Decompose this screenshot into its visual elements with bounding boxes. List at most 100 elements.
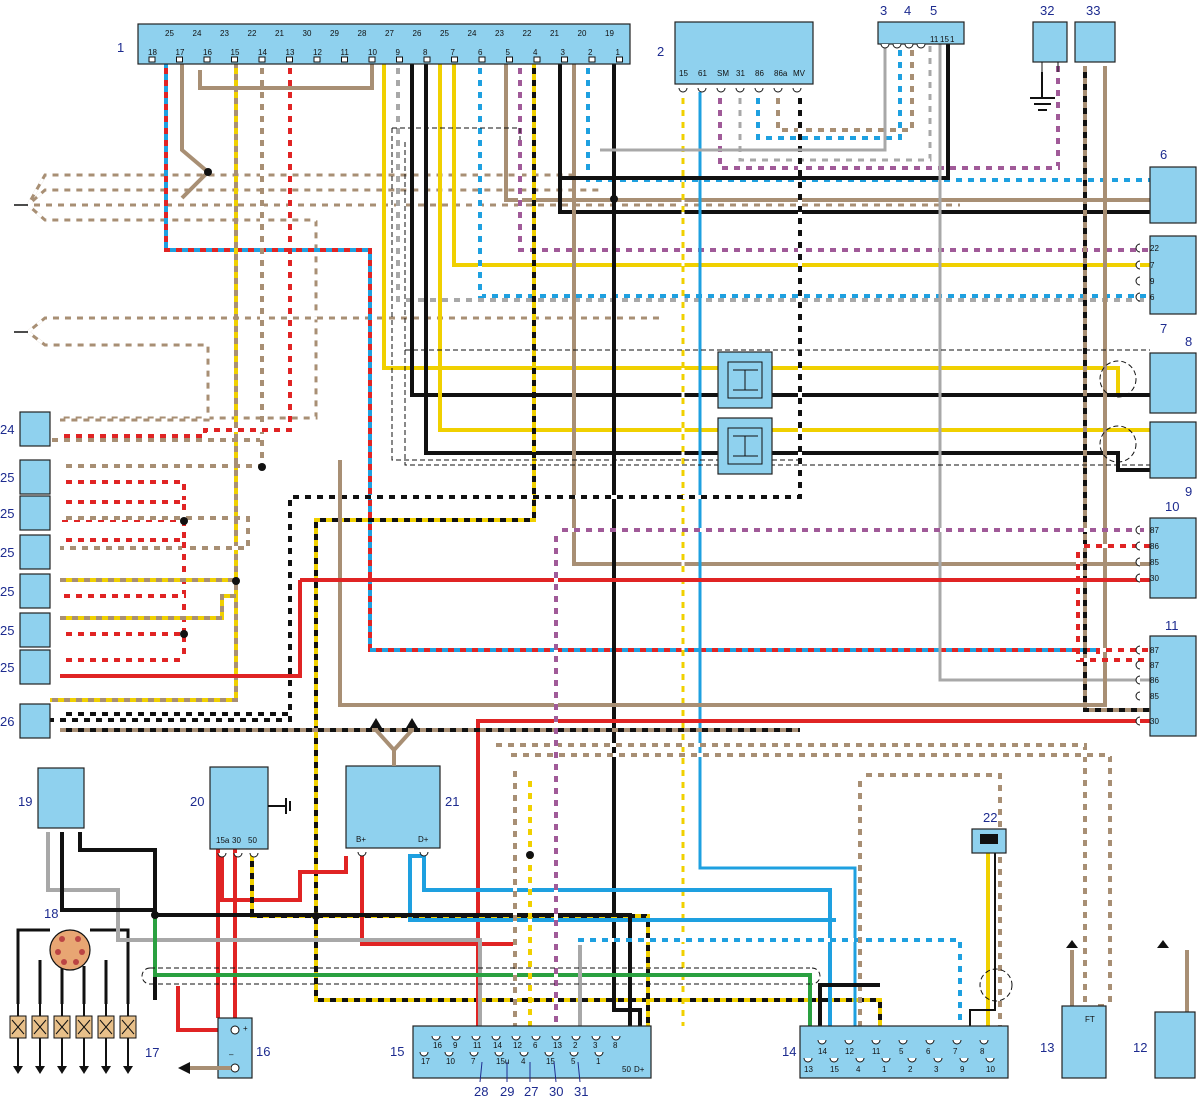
label-7: 7 bbox=[1160, 321, 1167, 336]
component-33: 33 bbox=[1074, 3, 1116, 63]
wire-body bbox=[504, 62, 1150, 202]
pin-top-25: 25 bbox=[165, 29, 174, 38]
wire bbox=[382, 62, 1150, 397]
wire-body bbox=[560, 44, 950, 180]
pin-9: 9 bbox=[1150, 277, 1155, 286]
wire-body bbox=[818, 983, 880, 1026]
pin-6: 6 bbox=[1150, 293, 1155, 302]
socket bbox=[491, 1035, 501, 1041]
pin-top-24: 24 bbox=[193, 29, 202, 38]
wire-stripe bbox=[60, 516, 250, 550]
pin-17: 17 bbox=[421, 1057, 430, 1066]
wire-stripe bbox=[60, 538, 186, 598]
pin-30: 30 bbox=[232, 836, 241, 845]
label-11: 11 bbox=[1165, 618, 1179, 633]
wire-stripe bbox=[27, 316, 660, 422]
pin-15: 15 bbox=[940, 35, 949, 44]
wire bbox=[408, 854, 836, 1026]
pin-slot bbox=[451, 56, 458, 63]
socket bbox=[1135, 660, 1141, 670]
pin-3: 3 bbox=[934, 1065, 939, 1074]
pin-bottom-7: 7 bbox=[451, 48, 456, 57]
pin-SM: SM bbox=[717, 69, 729, 78]
pin-top-21: 21 bbox=[550, 29, 559, 38]
pin-14: 14 bbox=[818, 1047, 827, 1056]
wire-stripe bbox=[60, 440, 264, 468]
junction-dot bbox=[526, 851, 534, 859]
wire-body bbox=[969, 853, 996, 1026]
label-17: 17 bbox=[145, 1045, 159, 1060]
wire bbox=[396, 62, 1150, 302]
socket bbox=[1135, 645, 1141, 655]
junction-dot bbox=[151, 911, 159, 919]
plug-mark bbox=[11, 1019, 25, 1035]
socket bbox=[249, 852, 259, 858]
pin-15: 15 bbox=[830, 1065, 839, 1074]
pin-bottom-10: 10 bbox=[368, 48, 377, 57]
label-26: 26 bbox=[0, 714, 14, 729]
wire bbox=[586, 62, 1150, 182]
socket bbox=[916, 43, 926, 49]
wire-body bbox=[698, 92, 857, 1026]
pin-bottom-2: 2 bbox=[588, 48, 593, 57]
pin-1: 1 bbox=[596, 1057, 601, 1066]
pin-9: 9 bbox=[960, 1065, 965, 1074]
battery-minus-label: – bbox=[229, 1050, 234, 1059]
wire-stripe bbox=[738, 44, 932, 162]
pin-top-20: 20 bbox=[578, 29, 587, 38]
socket bbox=[754, 87, 764, 93]
socket bbox=[817, 1039, 827, 1045]
socket bbox=[829, 1057, 839, 1063]
alternator-21-pins: B+D+ bbox=[356, 835, 429, 857]
wire-body bbox=[858, 773, 1002, 1026]
pin-bottom-6: 6 bbox=[478, 48, 483, 57]
sensor-22: 22 bbox=[971, 810, 1007, 854]
pin-slot bbox=[478, 56, 486, 63]
wire-body bbox=[220, 855, 348, 902]
socket bbox=[511, 1035, 521, 1041]
socket bbox=[803, 1057, 813, 1063]
pin-slot bbox=[423, 56, 431, 63]
socket bbox=[431, 1035, 441, 1041]
socket bbox=[611, 1035, 621, 1041]
component-9: 9 bbox=[1149, 421, 1197, 499]
label-20: 20 bbox=[190, 794, 204, 809]
wire bbox=[438, 62, 1150, 432]
pin-6: 6 bbox=[533, 1041, 538, 1050]
wire bbox=[424, 62, 1150, 472]
pin-2: 2 bbox=[908, 1065, 913, 1074]
socket bbox=[898, 1039, 908, 1045]
wire bbox=[572, 62, 1150, 566]
label-16: 16 bbox=[256, 1044, 270, 1059]
ground-icon bbox=[123, 1066, 133, 1074]
label-24: 24 bbox=[0, 422, 14, 437]
wire bbox=[504, 62, 1150, 202]
wire-body bbox=[198, 62, 374, 90]
pin-top-23: 23 bbox=[495, 29, 504, 38]
wire bbox=[60, 440, 264, 468]
wire-stripe bbox=[586, 62, 1150, 182]
pin-86: 86 bbox=[1150, 542, 1159, 551]
pin-MV: MV bbox=[793, 69, 806, 78]
wire-body bbox=[60, 440, 264, 468]
wire-stripe bbox=[60, 480, 186, 662]
pin-top-27: 27 bbox=[385, 29, 394, 38]
wire bbox=[164, 62, 1150, 652]
wire bbox=[314, 62, 882, 1026]
pin-bottom-16: 16 bbox=[203, 48, 212, 57]
distributor-18: 18 bbox=[44, 906, 91, 971]
pin-top-30: 30 bbox=[303, 29, 312, 38]
pin-50: 50 bbox=[622, 1065, 631, 1074]
component-8: 8 bbox=[1149, 334, 1197, 414]
wires bbox=[14, 44, 1189, 1032]
socket bbox=[1135, 525, 1141, 535]
wire-body bbox=[60, 580, 302, 678]
pin-slot bbox=[561, 56, 568, 63]
wire bbox=[198, 62, 374, 90]
relay-block-upper bbox=[717, 351, 773, 409]
label-31: 31 bbox=[574, 1084, 588, 1099]
ground-icon bbox=[268, 798, 291, 814]
wire bbox=[220, 855, 348, 902]
socket bbox=[531, 1035, 541, 1041]
